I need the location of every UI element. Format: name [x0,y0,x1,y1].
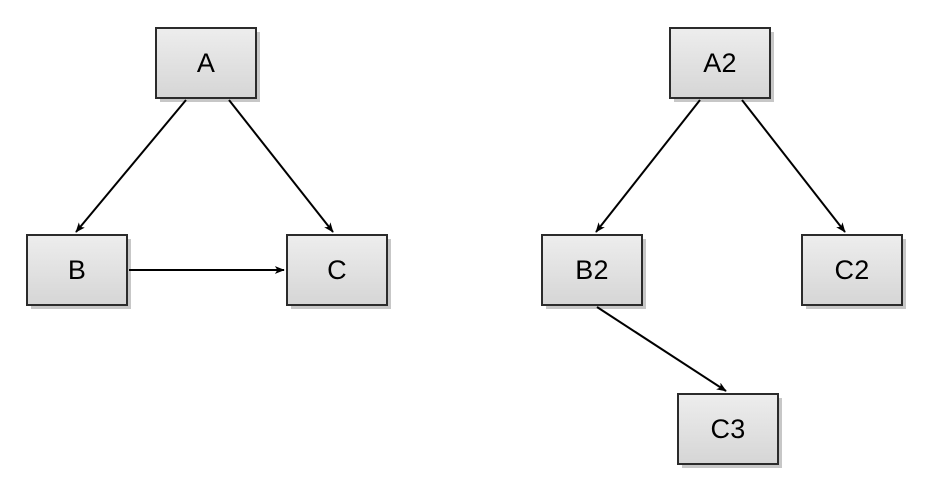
node-label-a: A [196,47,216,78]
node-a[interactable]: A [155,27,257,99]
edge-a-c[interactable] [228,99,334,233]
node-b[interactable]: B [26,234,128,306]
node-c2[interactable]: C2 [801,234,903,306]
edge-a2-b2[interactable] [595,99,701,233]
node-label-b: B [67,254,87,285]
edge-a2-c2[interactable] [741,99,846,233]
node-label-c2: C2 [834,254,870,285]
edge-b2-c3[interactable] [596,306,727,392]
node-a2[interactable]: A2 [669,27,771,99]
node-label-c: C [327,254,347,285]
node-label-a2: A2 [703,47,737,78]
node-label-c3: C3 [710,413,746,444]
edge-a-b[interactable] [75,99,187,233]
edges-group [75,99,846,392]
node-c3[interactable]: C3 [677,393,779,465]
node-b2[interactable]: B2 [541,234,643,306]
node-label-b2: B2 [575,254,609,285]
node-c[interactable]: C [286,234,388,306]
